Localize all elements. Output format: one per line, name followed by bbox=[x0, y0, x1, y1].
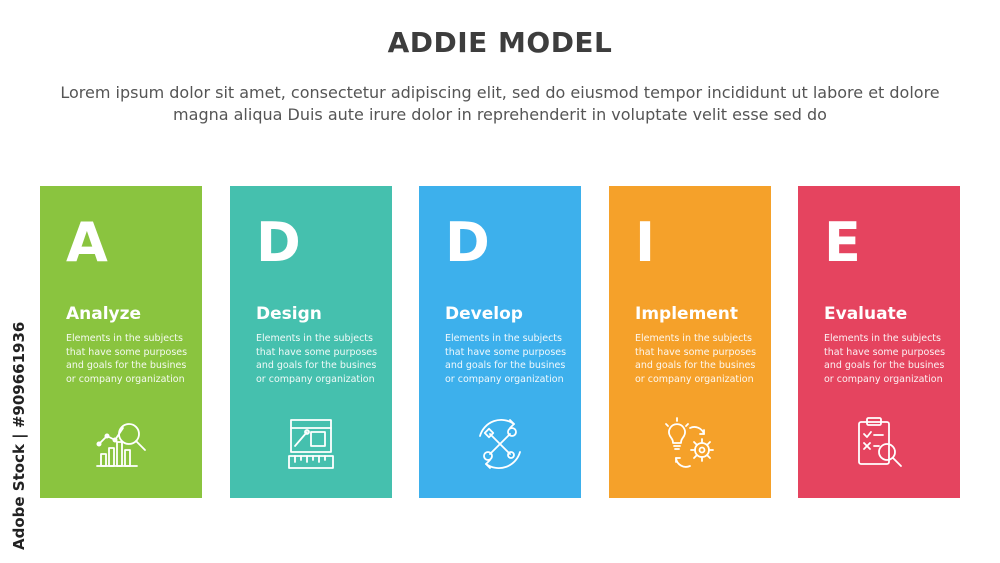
card-letter: D bbox=[256, 211, 301, 274]
card-develop: D Develop Elements in the subjects that … bbox=[419, 186, 581, 498]
clipboard-search-icon bbox=[849, 414, 909, 474]
chart-magnifier-icon bbox=[91, 414, 151, 474]
card-evaluate: E Evaluate Elements in the subjects that… bbox=[798, 186, 960, 498]
card-letter: E bbox=[824, 211, 861, 274]
card-title: Develop bbox=[445, 304, 523, 324]
card-description: Elements in the subjects that have some … bbox=[66, 333, 188, 385]
card-letter: D bbox=[445, 211, 490, 274]
card-letter: A bbox=[66, 211, 108, 274]
card-description: Elements in the subjects that have some … bbox=[256, 333, 378, 385]
card-design: D Design Elements in the subjects that h… bbox=[230, 186, 392, 498]
page-title: ADDIE MODEL bbox=[387, 26, 613, 59]
card-description: Elements in the subjects that have some … bbox=[445, 333, 567, 385]
card-description: Elements in the subjects that have some … bbox=[635, 333, 757, 385]
watermark: Adobe Stock | #909661936 bbox=[10, 321, 28, 550]
card-letter: I bbox=[635, 211, 656, 274]
bulb-gear-icon bbox=[660, 414, 720, 474]
card-title: Evaluate bbox=[824, 304, 908, 324]
card-title: Implement bbox=[635, 304, 739, 324]
tools-cycle-icon bbox=[470, 414, 530, 474]
blueprint-ruler-icon bbox=[281, 414, 341, 474]
card-implement: I Implement Elements in the subjects tha… bbox=[609, 186, 771, 498]
card-description: Elements in the subjects that have some … bbox=[824, 333, 946, 385]
card-title: Design bbox=[256, 304, 322, 324]
card-analyze: A Analyze Elements in the subjects that … bbox=[40, 186, 202, 498]
card-title: Analyze bbox=[66, 304, 142, 324]
page-subtitle: Lorem ipsum dolor sit amet, consectetur … bbox=[60, 83, 940, 124]
